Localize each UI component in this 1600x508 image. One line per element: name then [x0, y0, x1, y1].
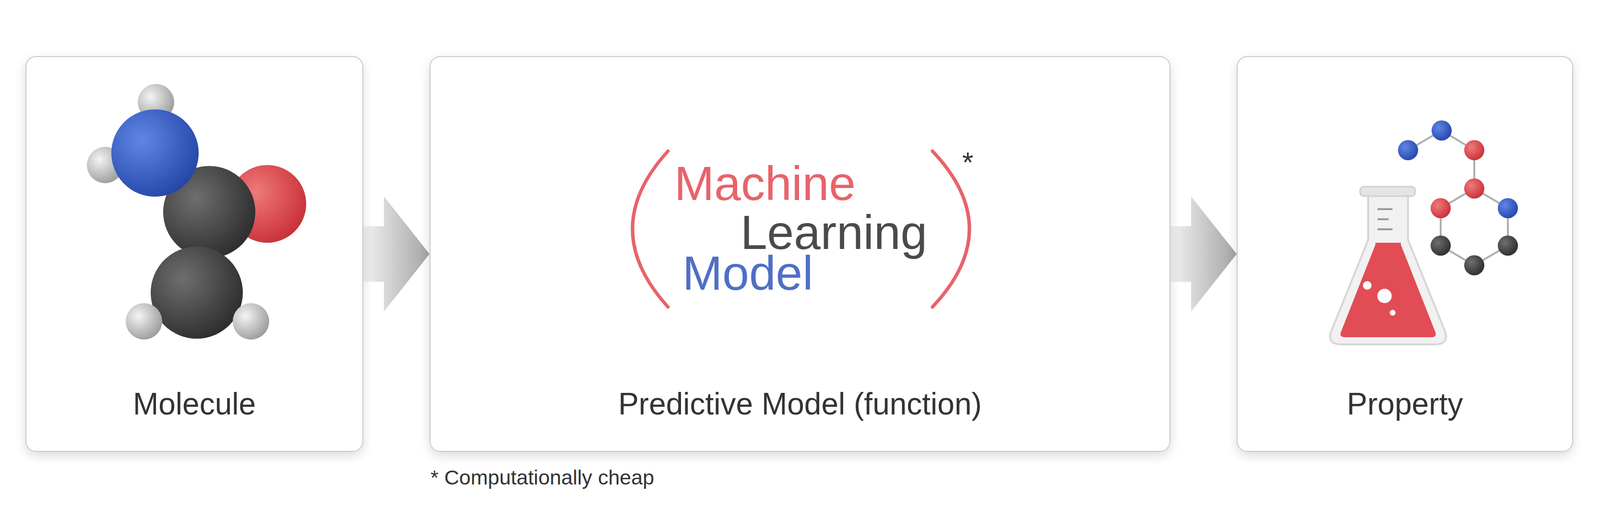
flow-arrow — [363, 196, 430, 312]
process-box: Molecule — [25, 56, 364, 453]
molecule-illustration — [86, 83, 307, 340]
process-box: MachineLearningModel*Predictive Model (f… — [429, 56, 1171, 453]
hexagon-network — [1397, 120, 1518, 276]
footnote-mark: * — [962, 148, 974, 178]
node-title: Property — [1237, 388, 1573, 420]
process-box: Property — [1236, 56, 1574, 453]
model-word: Machine — [674, 159, 856, 208]
parentheses — [632, 151, 970, 308]
flask-illustration — [1330, 186, 1447, 345]
node-title: Predictive Model (function) — [430, 388, 1170, 420]
model-word: Model — [682, 249, 813, 298]
flow-arrow — [1170, 196, 1237, 312]
node-title: Molecule — [26, 388, 363, 420]
footnote: * Computationally cheap — [430, 465, 655, 491]
